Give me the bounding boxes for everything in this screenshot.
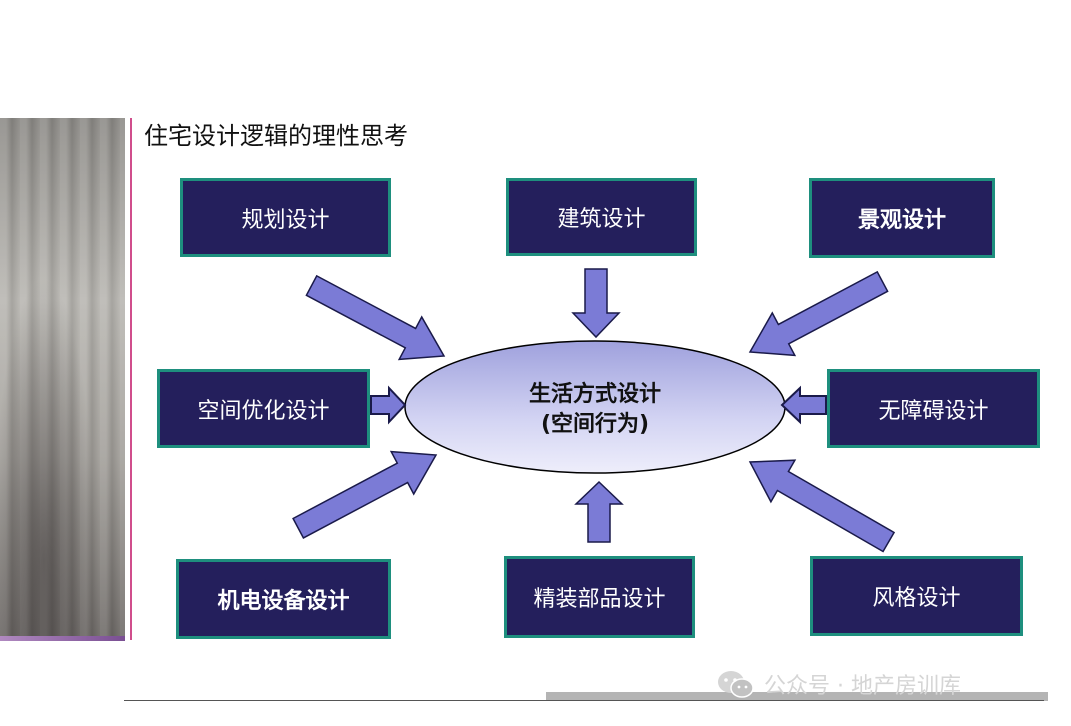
box-fitout-parts-design: 精装部品设计 — [504, 556, 695, 638]
wechat-icon — [718, 671, 754, 698]
arrow-fitout-parts — [574, 480, 624, 543]
side-photo-curtain — [0, 118, 125, 638]
box-landscape-design: 景观设计 — [809, 178, 995, 258]
footer-line — [124, 700, 1044, 701]
arrow-planning — [305, 274, 446, 361]
footer-bar — [546, 692, 1048, 701]
arrow-landscape — [748, 270, 889, 357]
side-photo-shadow — [0, 636, 125, 641]
page-title: 住宅设计逻辑的理性思考 — [144, 122, 408, 150]
arrow-architecture — [571, 268, 621, 339]
center-label-line1: 生活方式设计 — [528, 382, 661, 407]
arrow-barrier-free — [780, 385, 827, 425]
arrow-style — [748, 459, 896, 553]
arrow-space-optimization — [370, 385, 407, 425]
arrow-mep — [292, 450, 438, 539]
box-architecture-design: 建筑设计 — [506, 178, 697, 256]
box-space-optimization-design: 空间优化设计 — [157, 369, 370, 448]
box-planning-design: 规划设计 — [180, 178, 391, 257]
box-barrier-free-design: 无障碍设计 — [827, 369, 1040, 448]
watermark-text: 公众号 · 地产房训库 — [764, 674, 961, 699]
watermark: 公众号 · 地产房训库 — [716, 666, 961, 702]
center-label: 生活方式设计 (空间行为) — [405, 378, 785, 442]
box-mep-design: 机电设备设计 — [176, 559, 391, 639]
title-divider-line — [130, 118, 132, 640]
box-style-design: 风格设计 — [810, 556, 1023, 636]
center-label-line2: (空间行为) — [540, 412, 650, 437]
